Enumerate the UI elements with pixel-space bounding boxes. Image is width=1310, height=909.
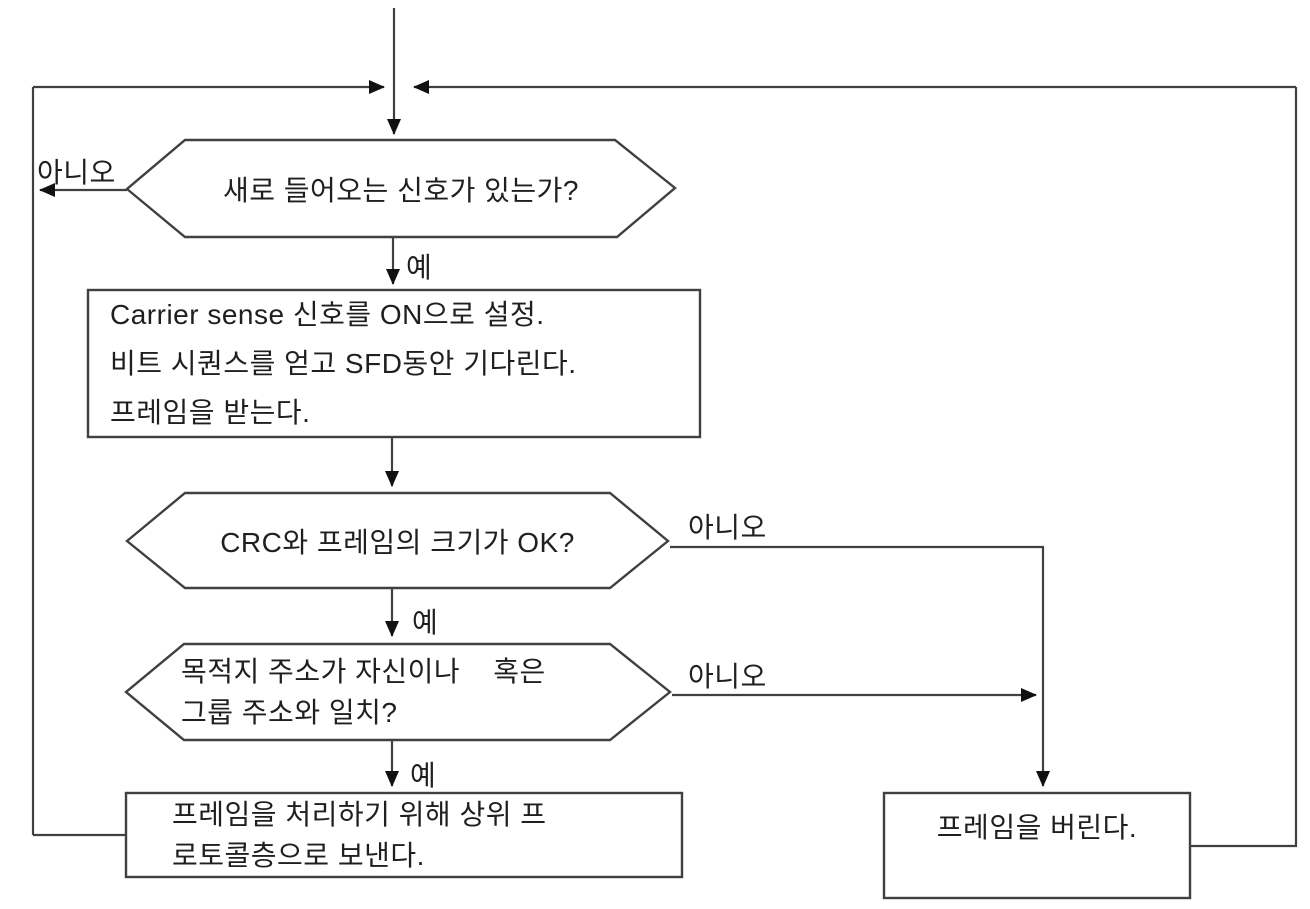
process-receive-shape	[86, 288, 702, 439]
process-deliver-line2: 로토콜층으로 보낸다.	[172, 840, 425, 871]
edge-decision2-no	[670, 545, 1050, 787]
decision-address-line1: 목적지 주소가 자신이나 혹은	[181, 656, 546, 687]
decision1-yes-label: 예	[406, 252, 433, 283]
decision-address-text: 목적지 주소가 자신이나 혹은 그룹 주소와 일치?	[181, 644, 661, 740]
decision3-yes-label: 예	[410, 760, 437, 791]
decision3-no-label: 아니오	[688, 661, 767, 692]
process-receive-line2: 비트 시퀀스를 얻고 SFD동안 기다린다.	[110, 348, 577, 379]
process-receive-line1: Carrier sense 신호를 ON으로 설정.	[110, 299, 545, 330]
decision-crc-text: CRC와 프레임의 크기가 OK?	[220, 526, 575, 558]
process-discard-shape	[882, 791, 1192, 900]
process-deliver-text: 프레임을 처리하기 위해 상위 프 로토콜층으로 보낸다.	[172, 793, 682, 877]
decision-new-signal-text: 새로 들어오는 신호가 있는가?	[222, 175, 580, 206]
process-receive-line3: 프레임을 받는다.	[110, 397, 311, 428]
decision-address-shape	[124, 642, 672, 742]
decision-new-signal-shape	[125, 138, 677, 239]
process-deliver-shape	[124, 791, 684, 879]
decision2-yes-label: 예	[412, 607, 439, 638]
process-receive-text: Carrier sense 신호를 ON으로 설정. 비트 시퀀스를 얻고 SF…	[110, 290, 700, 437]
edge-discard-to-right-return	[1190, 87, 1298, 848]
decision-address-line2: 그룹 주소와 일치?	[181, 697, 398, 728]
decision2-no-label: 아니오	[688, 512, 767, 543]
process-discard-text: 프레임을 버린다.	[936, 812, 1138, 843]
decision-crc-shape	[125, 491, 670, 590]
decision1-no-label: 아니오	[37, 157, 116, 188]
process-deliver-line1: 프레임을 처리하기 위해 상위 프	[172, 799, 547, 830]
